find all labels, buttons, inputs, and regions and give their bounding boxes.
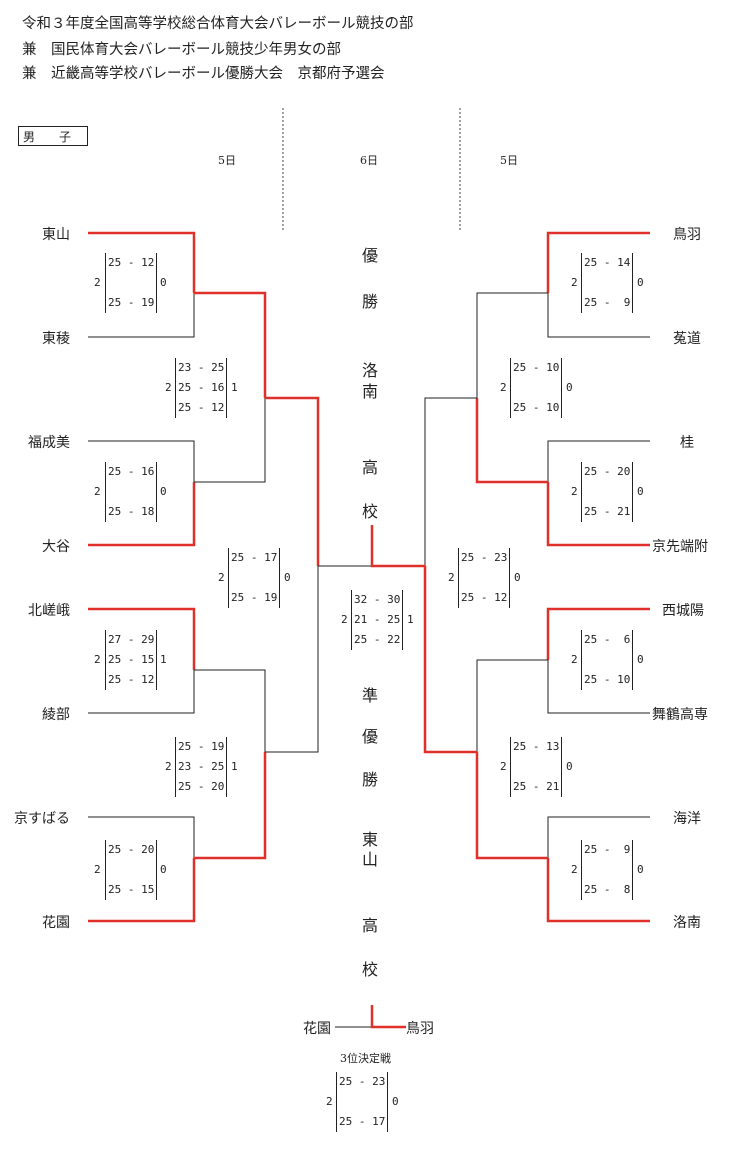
champion-label-1: 優 (361, 246, 378, 265)
team-right-6: 舞鶴高専 (652, 707, 708, 723)
line-right-sf-b (423, 566, 477, 754)
line-right-5 (546, 607, 650, 660)
line-right-r2d (475, 752, 548, 860)
team-right-8: 洛南 (673, 915, 701, 931)
line-left-2 (88, 293, 195, 338)
line-right-8 (546, 858, 650, 923)
team-left-3: 福成美 (28, 435, 70, 451)
runnerup-label-1: 準 (361, 686, 378, 705)
team-left-5: 北嵯峨 (28, 603, 70, 619)
title-line-3: 兼 近畿高等学校バレーボール優勝大会 京都府予選会 (22, 66, 385, 82)
line-right-1 (546, 231, 650, 293)
line-left-8 (88, 858, 196, 923)
third-place-label: 3位決定戦 (340, 1052, 391, 1065)
runnerup-school-3: 高 (361, 916, 378, 935)
line-left-sf-a (265, 396, 320, 566)
line-right-sf-a (424, 397, 477, 566)
team-left-8: 花園 (42, 915, 70, 931)
third-place-left: 花園 (303, 1021, 331, 1037)
line-right-r2c (476, 659, 548, 752)
line-left-r2d (194, 752, 267, 860)
title-line-2: 兼 国民体育大会バレーボール競技少年男女の部 (22, 42, 341, 58)
day-left: 5日 (218, 154, 236, 167)
line-right-7 (547, 816, 650, 858)
line-left-r2a (194, 291, 267, 398)
line-left-7 (88, 816, 195, 858)
runnerup-school-2: 山 (361, 850, 378, 869)
team-left-2: 東稜 (42, 331, 70, 347)
team-right-5: 西城陽 (662, 603, 704, 619)
line-left-4 (88, 482, 196, 547)
team-right-2: 菟道 (673, 331, 701, 347)
team-right-4: 京先端附 (652, 539, 708, 555)
line-left-r2b (194, 398, 266, 483)
line-final-right (370, 525, 425, 568)
title-line-1: 令和３年度全国高等学校総合体育大会バレーボール競技の部 (22, 16, 414, 32)
line-left-r2c (194, 669, 266, 752)
runnerup-school-1: 東 (361, 830, 378, 849)
champion-school-4: 校 (361, 502, 378, 521)
runnerup-school-4: 校 (361, 960, 378, 979)
line-right-r2b (475, 398, 548, 484)
line-left-3 (88, 440, 195, 482)
line-right-4 (546, 482, 650, 547)
line-right-r2a (476, 292, 548, 398)
champion-school-3: 高 (361, 458, 378, 477)
team-right-7: 海洋 (673, 811, 701, 827)
category-box: 男 子 (18, 126, 88, 146)
runnerup-label-3: 勝 (361, 770, 378, 789)
team-right-1: 鳥羽 (673, 227, 701, 243)
team-right-3: 桂 (680, 435, 694, 451)
day-center: 6日 (360, 154, 378, 167)
line-left-1 (88, 231, 196, 293)
third-place-right: 鳥羽 (406, 1021, 434, 1037)
line-right-2 (547, 293, 650, 338)
line-third-right (370, 1005, 406, 1029)
line-left-6 (88, 670, 195, 714)
line-left-5 (88, 607, 196, 670)
team-left-7: 京すばる (14, 811, 70, 827)
team-left-6: 綾部 (42, 707, 70, 723)
champion-school-1: 洛 (361, 361, 378, 380)
team-left-1: 東山 (42, 227, 70, 243)
champion-label-2: 勝 (361, 292, 378, 311)
line-left-sf-b (265, 566, 319, 753)
team-left-4: 大谷 (42, 539, 70, 555)
line-right-3 (547, 440, 650, 482)
day-right: 5日 (500, 154, 518, 167)
champion-school-2: 南 (361, 382, 378, 401)
line-right-6 (547, 660, 650, 714)
runnerup-label-2: 優 (361, 727, 378, 746)
